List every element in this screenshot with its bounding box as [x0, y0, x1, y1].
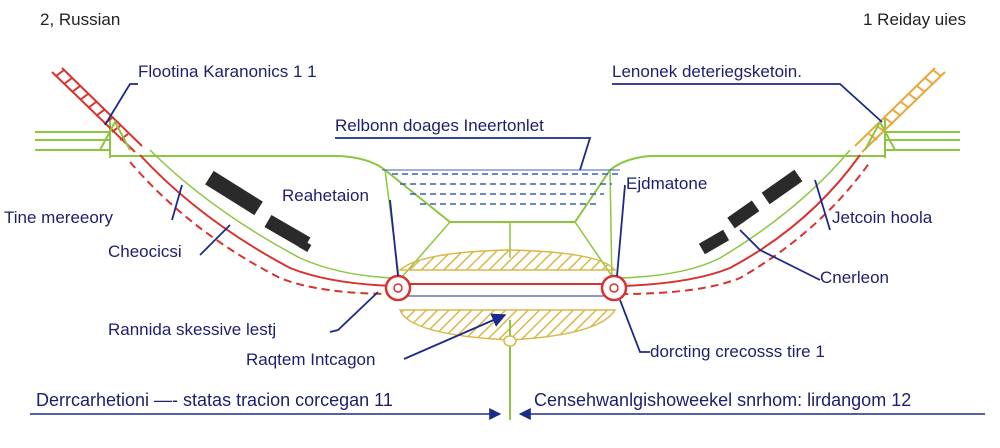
label-bottom-left: Derrcarhetioni —- statas tracion corcega…	[36, 390, 393, 410]
right-mast	[864, 119, 896, 151]
label-mid-right-1: Jetcoin hoola	[832, 208, 933, 227]
left-platform	[35, 118, 111, 158]
tunnel-body-upper	[398, 249, 617, 271]
ground-profile	[110, 155, 885, 223]
label-lower-right: dorcting crecosss tire 1	[650, 342, 825, 361]
roadway-layers	[392, 173, 618, 205]
leader-lines	[104, 83, 883, 360]
label-center-right: Ejdmatone	[626, 174, 708, 193]
circled-point-icon	[384, 274, 412, 302]
header-left-text: 2, Russian	[40, 10, 121, 29]
label-lower-center: Raqtem Intcagon	[246, 350, 376, 369]
left-tracks	[129, 149, 396, 295]
label-center-left: Reahetaion	[282, 186, 369, 205]
label-top-left: Flootina Karanonics 1 1	[138, 62, 317, 81]
header-right-text: 1 Reiday uies	[862, 10, 966, 29]
tunnel-body-lower	[398, 309, 617, 341]
right-ladder	[854, 67, 946, 153]
center-node	[503, 335, 517, 347]
right-tracks	[619, 149, 871, 295]
label-lower-left: Rannida skessive lestj	[108, 320, 277, 339]
circled-point-icon	[600, 274, 628, 302]
train-icon	[698, 169, 803, 255]
right-platform	[884, 118, 960, 158]
label-top-center: Relbonn doages Ineertonlet	[335, 116, 544, 135]
label-mid-left-2: Cheocicsi	[108, 242, 182, 261]
left-mast	[99, 119, 131, 151]
label-top-right: Lenonek deteriegsketoin.	[612, 62, 802, 81]
label-mid-right-2: Cnerleon	[820, 268, 889, 287]
train-icon	[205, 170, 312, 252]
label-mid-left-1: Tine mereeory	[4, 208, 113, 227]
label-bottom-right: Censehwanlgishoweekel snrhom: lirdangom …	[534, 390, 912, 410]
